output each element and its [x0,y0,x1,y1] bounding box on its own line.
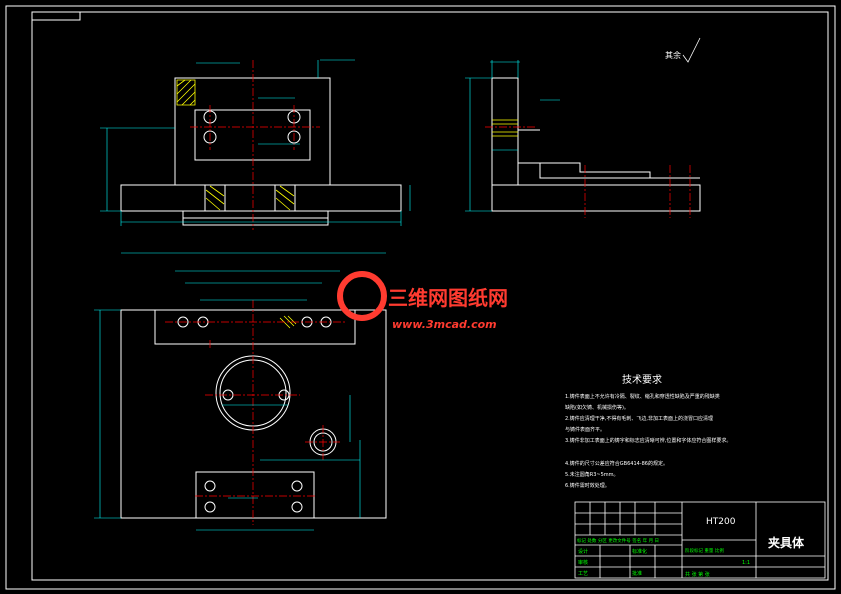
tech-req-line: 与铸件表面齐平。 [565,426,605,433]
designer-label: 设计 [578,548,588,555]
part-name: 夹具体 [768,535,805,550]
material-value: HT200 [706,517,736,527]
sheet-count: 共 张 第 张 [685,571,710,578]
tech-req-line: 1.铸件表面上不允许有冷隔、裂纹、缩孔和穿透性缺陷及严重的残缺类 [565,393,720,400]
tech-req-line: 缺陷(如欠铸、机械损伤等)。 [565,404,629,411]
tech-requirements-title: 技术要求 [622,373,662,386]
front-view [100,59,411,230]
sheet-borders [5,5,836,590]
watermark: 三维网图纸网 www.3mcad.com [337,271,508,331]
watermark-url: www.3mcad.com [392,318,497,331]
tech-req-line: 4.铸件的尺寸公差应符合GB6414-86的规定。 [565,460,668,467]
tech-requirements: 技术要求 1.铸件表面上不允许有冷隔、裂纹、缩孔和穿透性缺陷及严重的残缺类 缺陷… [565,373,731,489]
tech-req-line: 3.铸件非加工表面上的铸字和标志应清晰可辨,位置和字体应符合图样要求。 [565,437,731,444]
approve-label: 批准 [632,570,642,577]
check-label: 审核 [578,559,588,566]
standardize-label: 标准化 [632,548,647,555]
roughness-symbol [682,37,701,63]
watermark-brand: 三维网图纸网 [388,286,508,310]
tech-req-line: 6.铸件需时效处理。 [565,482,610,489]
side-view: 其余 [465,37,701,218]
plan-view [94,252,387,531]
watermark-gear-logo [337,271,387,321]
scale-value: 1:1 [742,560,750,566]
title-block: 标记 处数 分区 更改文件号 签名 年 月 日 设计 标准化 审核 工艺 批准 … [574,501,826,579]
tech-req-line: 5.未注圆角R3~5mm。 [565,471,619,478]
process-label: 工艺 [578,571,588,577]
roughness-note: 其余 [665,50,681,60]
title-block-labels-row: 标记 处数 分区 更改文件号 签名 年 月 日 [577,537,659,544]
stage-labels: 阶段标记 重量 比例 [685,547,724,554]
tech-req-line: 2.铸件应清理干净,不得有毛刺、飞边,非加工表面上的浇冒口应清理 [565,415,713,422]
